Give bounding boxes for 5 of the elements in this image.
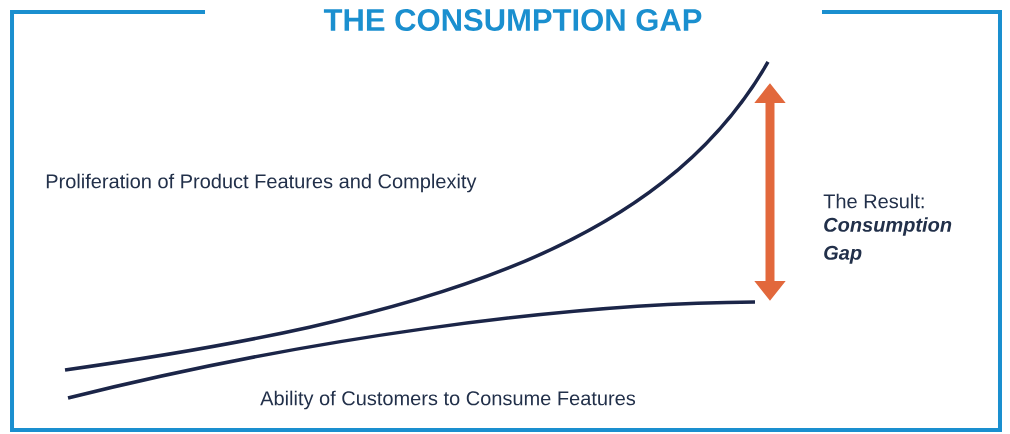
gap-label: Consumption Gap (824, 217, 952, 264)
result-label: The Result: (823, 193, 924, 209)
curve-label: Ability of Customers to Consume Features (260, 390, 636, 410)
title: THE CONSUMPTION GAP (323, 9, 702, 31)
curve-label: Proliferation of Product Features and Complexity (46, 173, 477, 193)
